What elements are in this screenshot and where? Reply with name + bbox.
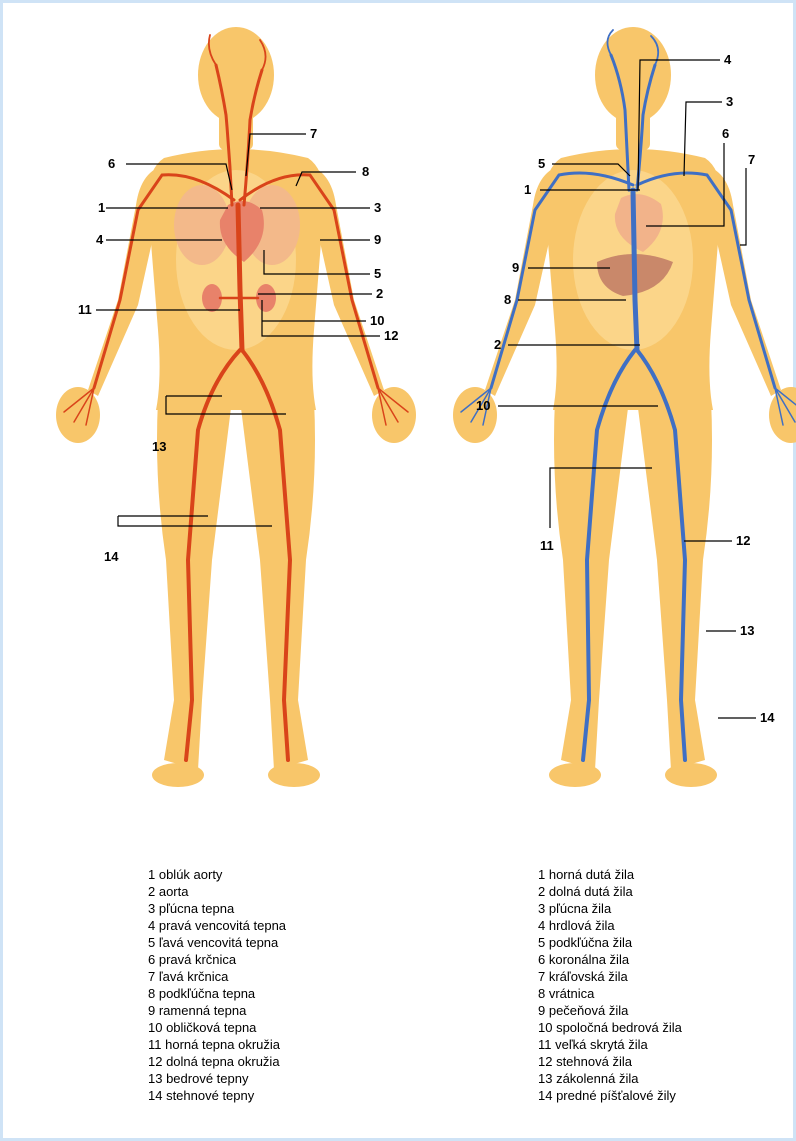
artery-number-11: 11 (78, 302, 92, 317)
artery-number-14: 14 (104, 549, 119, 564)
artery-number-6: 6 (108, 156, 115, 171)
legend-item: 10 obličková tepna (148, 1019, 286, 1036)
artery-number-3: 3 (374, 200, 381, 215)
legend-item: 9 ramenná tepna (148, 1002, 286, 1019)
arterial-figure (56, 27, 416, 787)
legend-item: 14 stehnové tepny (148, 1087, 286, 1104)
body-silhouette (453, 27, 796, 787)
legend-item: 13 zákolenná žila (538, 1070, 682, 1087)
legend-item: 7 kráľovská žila (538, 968, 682, 985)
vein-number-7: 7 (748, 152, 755, 167)
vein-number-1: 1 (524, 182, 531, 197)
artery-number-7: 7 (310, 126, 317, 141)
artery-number-1: 1 (98, 200, 105, 215)
legend-item: 3 pľúcna žila (538, 900, 682, 917)
legend-item: 12 stehnová žila (538, 1053, 682, 1070)
artery-number-10: 10 (370, 313, 384, 328)
legend-item: 8 podkľúčna tepna (148, 985, 286, 1002)
legend-item: 7 ľavá krčnica (148, 968, 286, 985)
vein-number-13: 13 (740, 623, 754, 638)
circulatory-diagram: 1 2 3 4 5 6 7 8 9 10 11 12 13 14 1 2 3 4… (0, 0, 796, 850)
legend-item: 5 podkľúčna žila (538, 934, 682, 951)
venous-figure (453, 27, 796, 787)
legend-item: 3 pľúcna tepna (148, 900, 286, 917)
vein-number-14: 14 (760, 710, 775, 725)
legend-item: 9 pečeňová žila (538, 1002, 682, 1019)
artery-number-13: 13 (152, 439, 166, 454)
vein-number-8: 8 (504, 292, 511, 307)
legend-item: 6 koronálna žila (538, 951, 682, 968)
vein-number-5: 5 (538, 156, 545, 171)
artery-number-4: 4 (96, 232, 104, 247)
legend-item: 11 horná tepna okružia (148, 1036, 286, 1053)
body-silhouette (56, 27, 416, 787)
legend-item: 6 pravá krčnica (148, 951, 286, 968)
legend-item: 2 dolná dutá žila (538, 883, 682, 900)
legend-item: 8 vrátnica (538, 985, 682, 1002)
legend-item: 14 predné píšťalové žily (538, 1087, 682, 1104)
vein-number-10: 10 (476, 398, 490, 413)
vein-number-12: 12 (736, 533, 750, 548)
artery-number-5: 5 (374, 266, 381, 281)
artery-number-9: 9 (374, 232, 381, 247)
legend-item: 11 veľká skrytá žila (538, 1036, 682, 1053)
legend-item: 12 dolná tepna okružia (148, 1053, 286, 1070)
vein-number-9: 9 (512, 260, 519, 275)
legend-item: 13 bedrové tepny (148, 1070, 286, 1087)
vein-number-4: 4 (724, 52, 732, 67)
artery-number-12: 12 (384, 328, 398, 343)
vein-number-2: 2 (494, 337, 501, 352)
legend-item: 4 hrdlová žila (538, 917, 682, 934)
artery-number-8: 8 (362, 164, 369, 179)
legend-item: 10 spoločná bedrová žila (538, 1019, 682, 1036)
legend-item: 2 aorta (148, 883, 286, 900)
artery-number-2: 2 (376, 286, 383, 301)
vein-legend: 1 horná dutá žila 2 dolná dutá žila 3 pľ… (538, 866, 682, 1104)
artery-legend: 1 oblúk aorty 2 aorta 3 pľúcna tepna 4 p… (148, 866, 286, 1104)
legend-item: 1 oblúk aorty (148, 866, 286, 883)
vein-number-11: 11 (540, 538, 554, 553)
legend-item: 4 pravá vencovitá tepna (148, 917, 286, 934)
vein-number-3: 3 (726, 94, 733, 109)
vein-number-6: 6 (722, 126, 729, 141)
legend-item: 5 ľavá vencovitá tepna (148, 934, 286, 951)
legend-item: 1 horná dutá žila (538, 866, 682, 883)
